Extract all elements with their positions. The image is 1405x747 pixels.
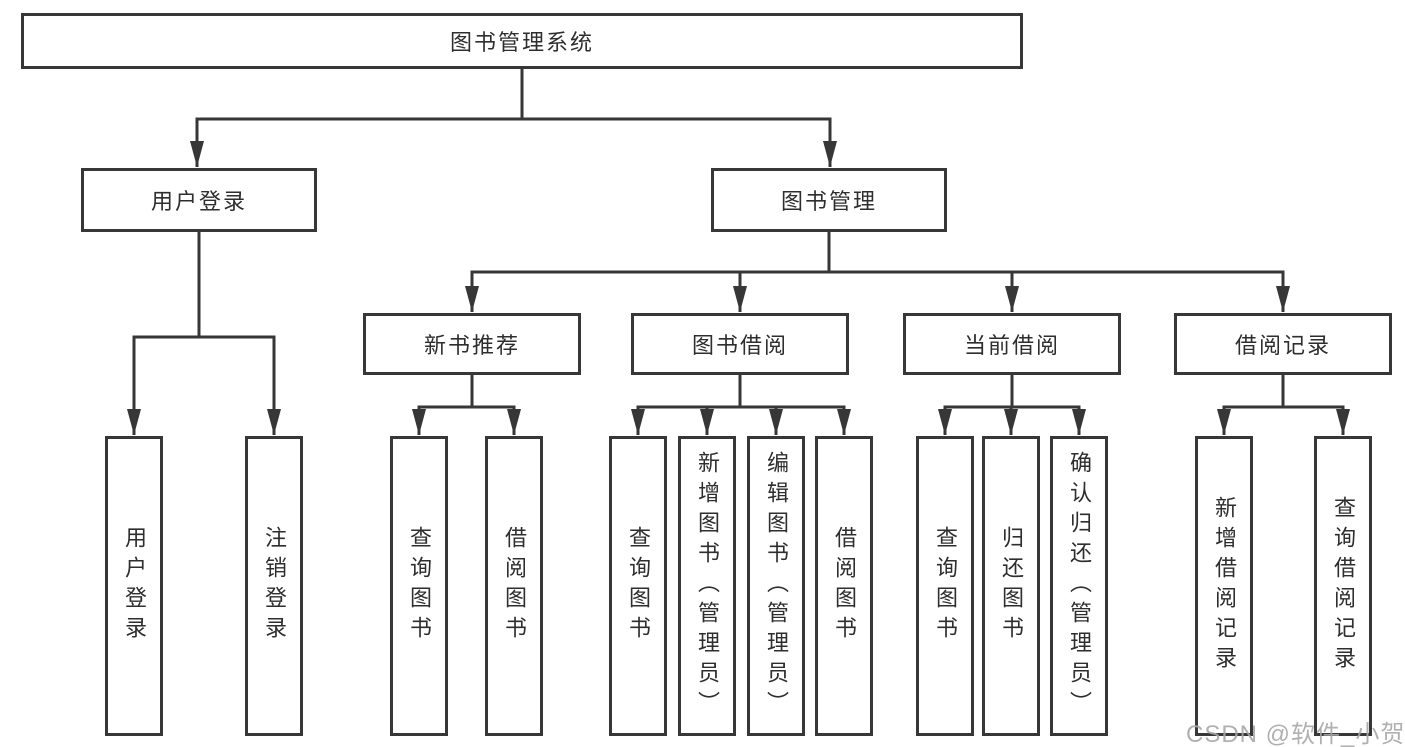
csdn-watermark: CSDN @软件_小贺同学 <box>1186 721 1405 747</box>
node-root-system: 图书管理系统 <box>21 13 1023 69</box>
leaf-bb-add-books-admin: 新增图书（管理员） <box>678 436 736 736</box>
node-user-login: 用户登录 <box>81 168 317 232</box>
leaf-nbr-query-books: 查询图书 <box>390 436 448 736</box>
node-book-management: 图书管理 <box>711 168 947 232</box>
leaf-bb-edit-books-admin: 编辑图书（管理员） <box>747 436 805 736</box>
leaf-br-query-record: 查询借阅记录 <box>1314 436 1372 736</box>
leaf-cb-query-books: 查询图书 <box>916 436 974 736</box>
leaf-br-add-record: 新增借阅记录 <box>1195 436 1253 736</box>
leaf-cb-return-books: 归还图书 <box>982 436 1040 736</box>
leaf-bb-borrow-books: 借阅图书 <box>815 436 873 736</box>
leaf-logout: 注销登录 <box>245 436 303 736</box>
node-new-book-recommend: 新书推荐 <box>363 313 581 375</box>
node-book-borrow: 图书借阅 <box>631 313 849 375</box>
node-borrow-records: 借阅记录 <box>1174 313 1392 375</box>
leaf-user-login: 用户登录 <box>105 436 163 736</box>
leaf-bb-query-books: 查询图书 <box>609 436 667 736</box>
leaf-nbr-borrow-books: 借阅图书 <box>485 436 543 736</box>
node-current-borrow: 当前借阅 <box>903 313 1121 375</box>
leaf-cb-confirm-return-admin: 确认归还（管理员） <box>1050 436 1108 736</box>
